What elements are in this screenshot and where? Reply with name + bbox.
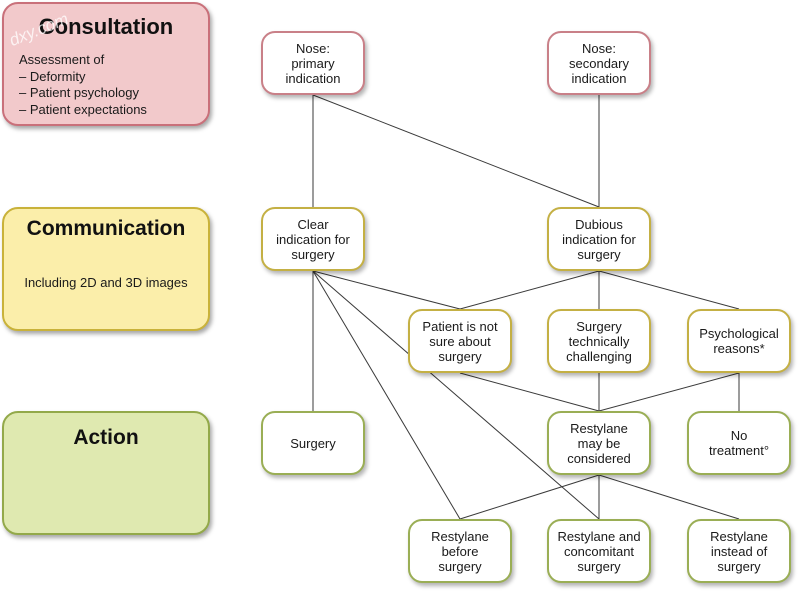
node-surgery: Surgery [261,411,365,475]
node-label: Surgery [290,435,336,451]
node-label: Restylane and concomitant surgery [557,528,641,574]
edge-nose_primary-to-dubious_indication [312,94,600,208]
node-restylane-concomitant-surgery: Restylane and concomitant surgery [547,519,651,583]
node-label: Dubious indication for surgery [562,216,636,262]
node-dubious-indication: Dubious indication for surgery [547,207,651,271]
node-restylane-before-surgery: Restylane before surgery [408,519,512,583]
stage-consultation: Consultation Assessment of – Deformity –… [2,2,210,126]
node-label: Restylane may be considered [567,420,631,466]
edge-clear_indication-to-patient_not_sure [312,270,461,310]
stage-title: Action [73,426,139,449]
node-label: Patient is not sure about surgery [422,318,498,364]
node-label: Restylane instead of surgery [710,528,768,574]
stage-action: Action [2,411,210,535]
edge-restylane_considered-to-restylane_instead [598,474,740,520]
edge-dubious_indication-to-psychological_reasons [598,270,740,310]
node-clear-indication: Clear indication for surgery [261,207,365,271]
edge-restylane_considered-to-restylane_before [459,474,600,520]
node-label: Nose: primary indication [285,40,341,86]
node-label: Nose: secondary indication [569,40,629,86]
edge-clear_indication-to-restylane_concomitant [312,270,600,520]
edge-patient_not_sure-to-restylane_considered [459,372,600,412]
stage-body: Assessment of – Deformity – Patient psyc… [19,52,147,117]
stage-communication: Communication Including 2D and 3D images [2,207,210,331]
node-label: Restylane before surgery [431,528,489,574]
node-nose-primary-indication: Nose: primary indication [261,31,365,95]
stage-body: Including 2D and 3D images [24,275,188,290]
node-restylane-instead-of-surgery: Restylane instead of surgery [687,519,791,583]
edge-dubious_indication-to-patient_not_sure [459,270,600,310]
node-restylane-may-be-considered: Restylane may be considered [547,411,651,475]
node-label: Surgery technically challenging [566,318,632,364]
stage-title: Consultation [38,14,174,39]
edge-psychological_reasons-to-restylane_considered [598,372,740,412]
node-no-treatment: No treatment° [687,411,791,475]
node-label: Clear indication for surgery [276,216,350,262]
stage-title: Communication [26,217,186,240]
node-nose-secondary-indication: Nose: secondary indication [547,31,651,95]
node-patient-not-sure: Patient is not sure about surgery [408,309,512,373]
node-label: No treatment° [708,428,770,458]
node-surgery-technically-challenging: Surgery technically challenging [547,309,651,373]
node-psychological-reasons: Psychological reasons* [687,309,791,373]
node-label: Psychological reasons* [699,326,779,356]
edge-clear_indication-to-restylane_before [312,270,461,520]
